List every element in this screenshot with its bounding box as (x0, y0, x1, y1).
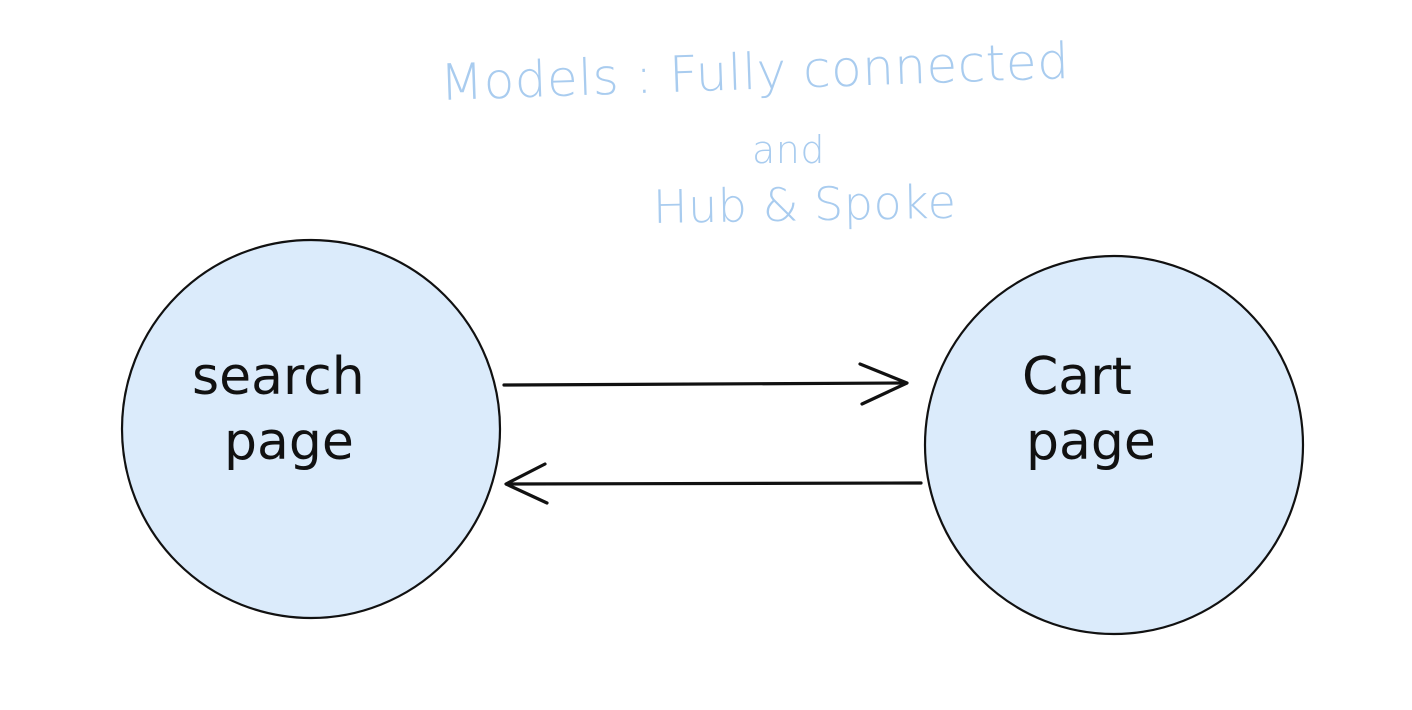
edge-search-to-cart (502, 362, 909, 406)
node-search-label: search page (192, 345, 365, 475)
edge-cart-to-search (504, 462, 923, 505)
diagram-title-line-2: and (752, 128, 825, 172)
node-search-label-line-1: search (192, 347, 365, 407)
node-cart-label-line-2: page (1026, 412, 1156, 472)
edge-cart-to-search-line (506, 481, 923, 486)
node-search-label-line-2: page (224, 412, 354, 472)
node-cart (923, 254, 1305, 636)
node-cart-label: Cart page (1022, 345, 1156, 475)
edge-search-to-cart-line (502, 381, 907, 387)
edge-search-to-cart-arrowhead (858, 362, 909, 406)
node-cart-label-line-1: Cart (1022, 347, 1132, 407)
node-cart-circle (923, 254, 1305, 636)
node-search-circle (120, 238, 502, 620)
edge-cart-to-search-arrowhead (504, 462, 549, 505)
node-search (120, 238, 502, 620)
diagram-title-line-3: Hub & Spoke (652, 174, 957, 234)
